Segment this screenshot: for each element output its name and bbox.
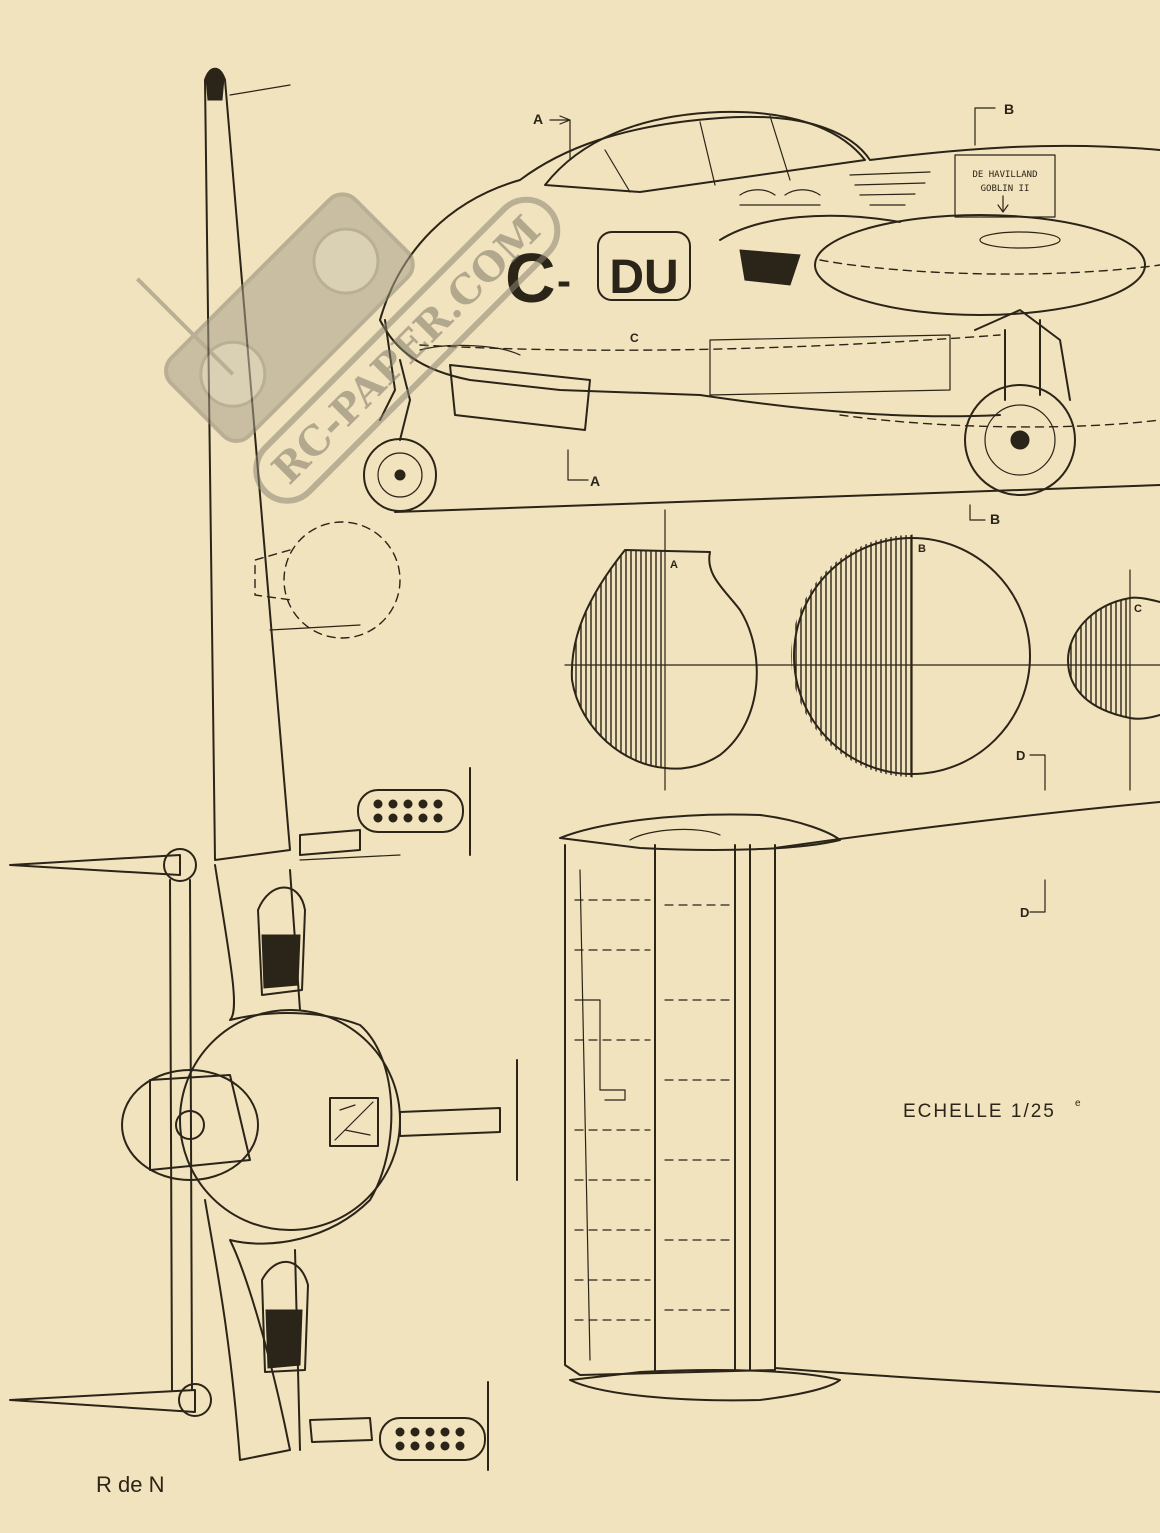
marker-d-bottom: D [1020, 905, 1029, 920]
marker-c: C [630, 331, 639, 345]
signature: R de N [96, 1472, 164, 1497]
plan-view-wing: ECHELLE 1/25 e [559, 801, 1160, 1402]
engine-plate-line2: GOBLIN II [981, 184, 1030, 194]
marker-a-bottom: A [590, 473, 600, 489]
section-c-label: C [1134, 603, 1142, 615]
svg-text:-: - [557, 257, 571, 304]
marker-a-top: A [533, 111, 543, 127]
scale-label: ECHELLE 1/25 [903, 1101, 1056, 1122]
engine-plate-line1: DE HAVILLAND [972, 170, 1037, 180]
marker-b-top: B [1004, 101, 1014, 117]
scale-superscript: e [1075, 1098, 1081, 1109]
registration-suffix: DU [609, 251, 678, 304]
front-view [9, 67, 518, 1471]
cross-sections: A B C D D [564, 509, 1160, 920]
section-b-label: B [918, 543, 926, 555]
marker-b-bottom: B [990, 511, 1000, 527]
watermark: RC-PAPER.COM [135, 192, 561, 504]
marker-d-top: D [1016, 748, 1025, 763]
section-a-label: A [670, 559, 678, 571]
